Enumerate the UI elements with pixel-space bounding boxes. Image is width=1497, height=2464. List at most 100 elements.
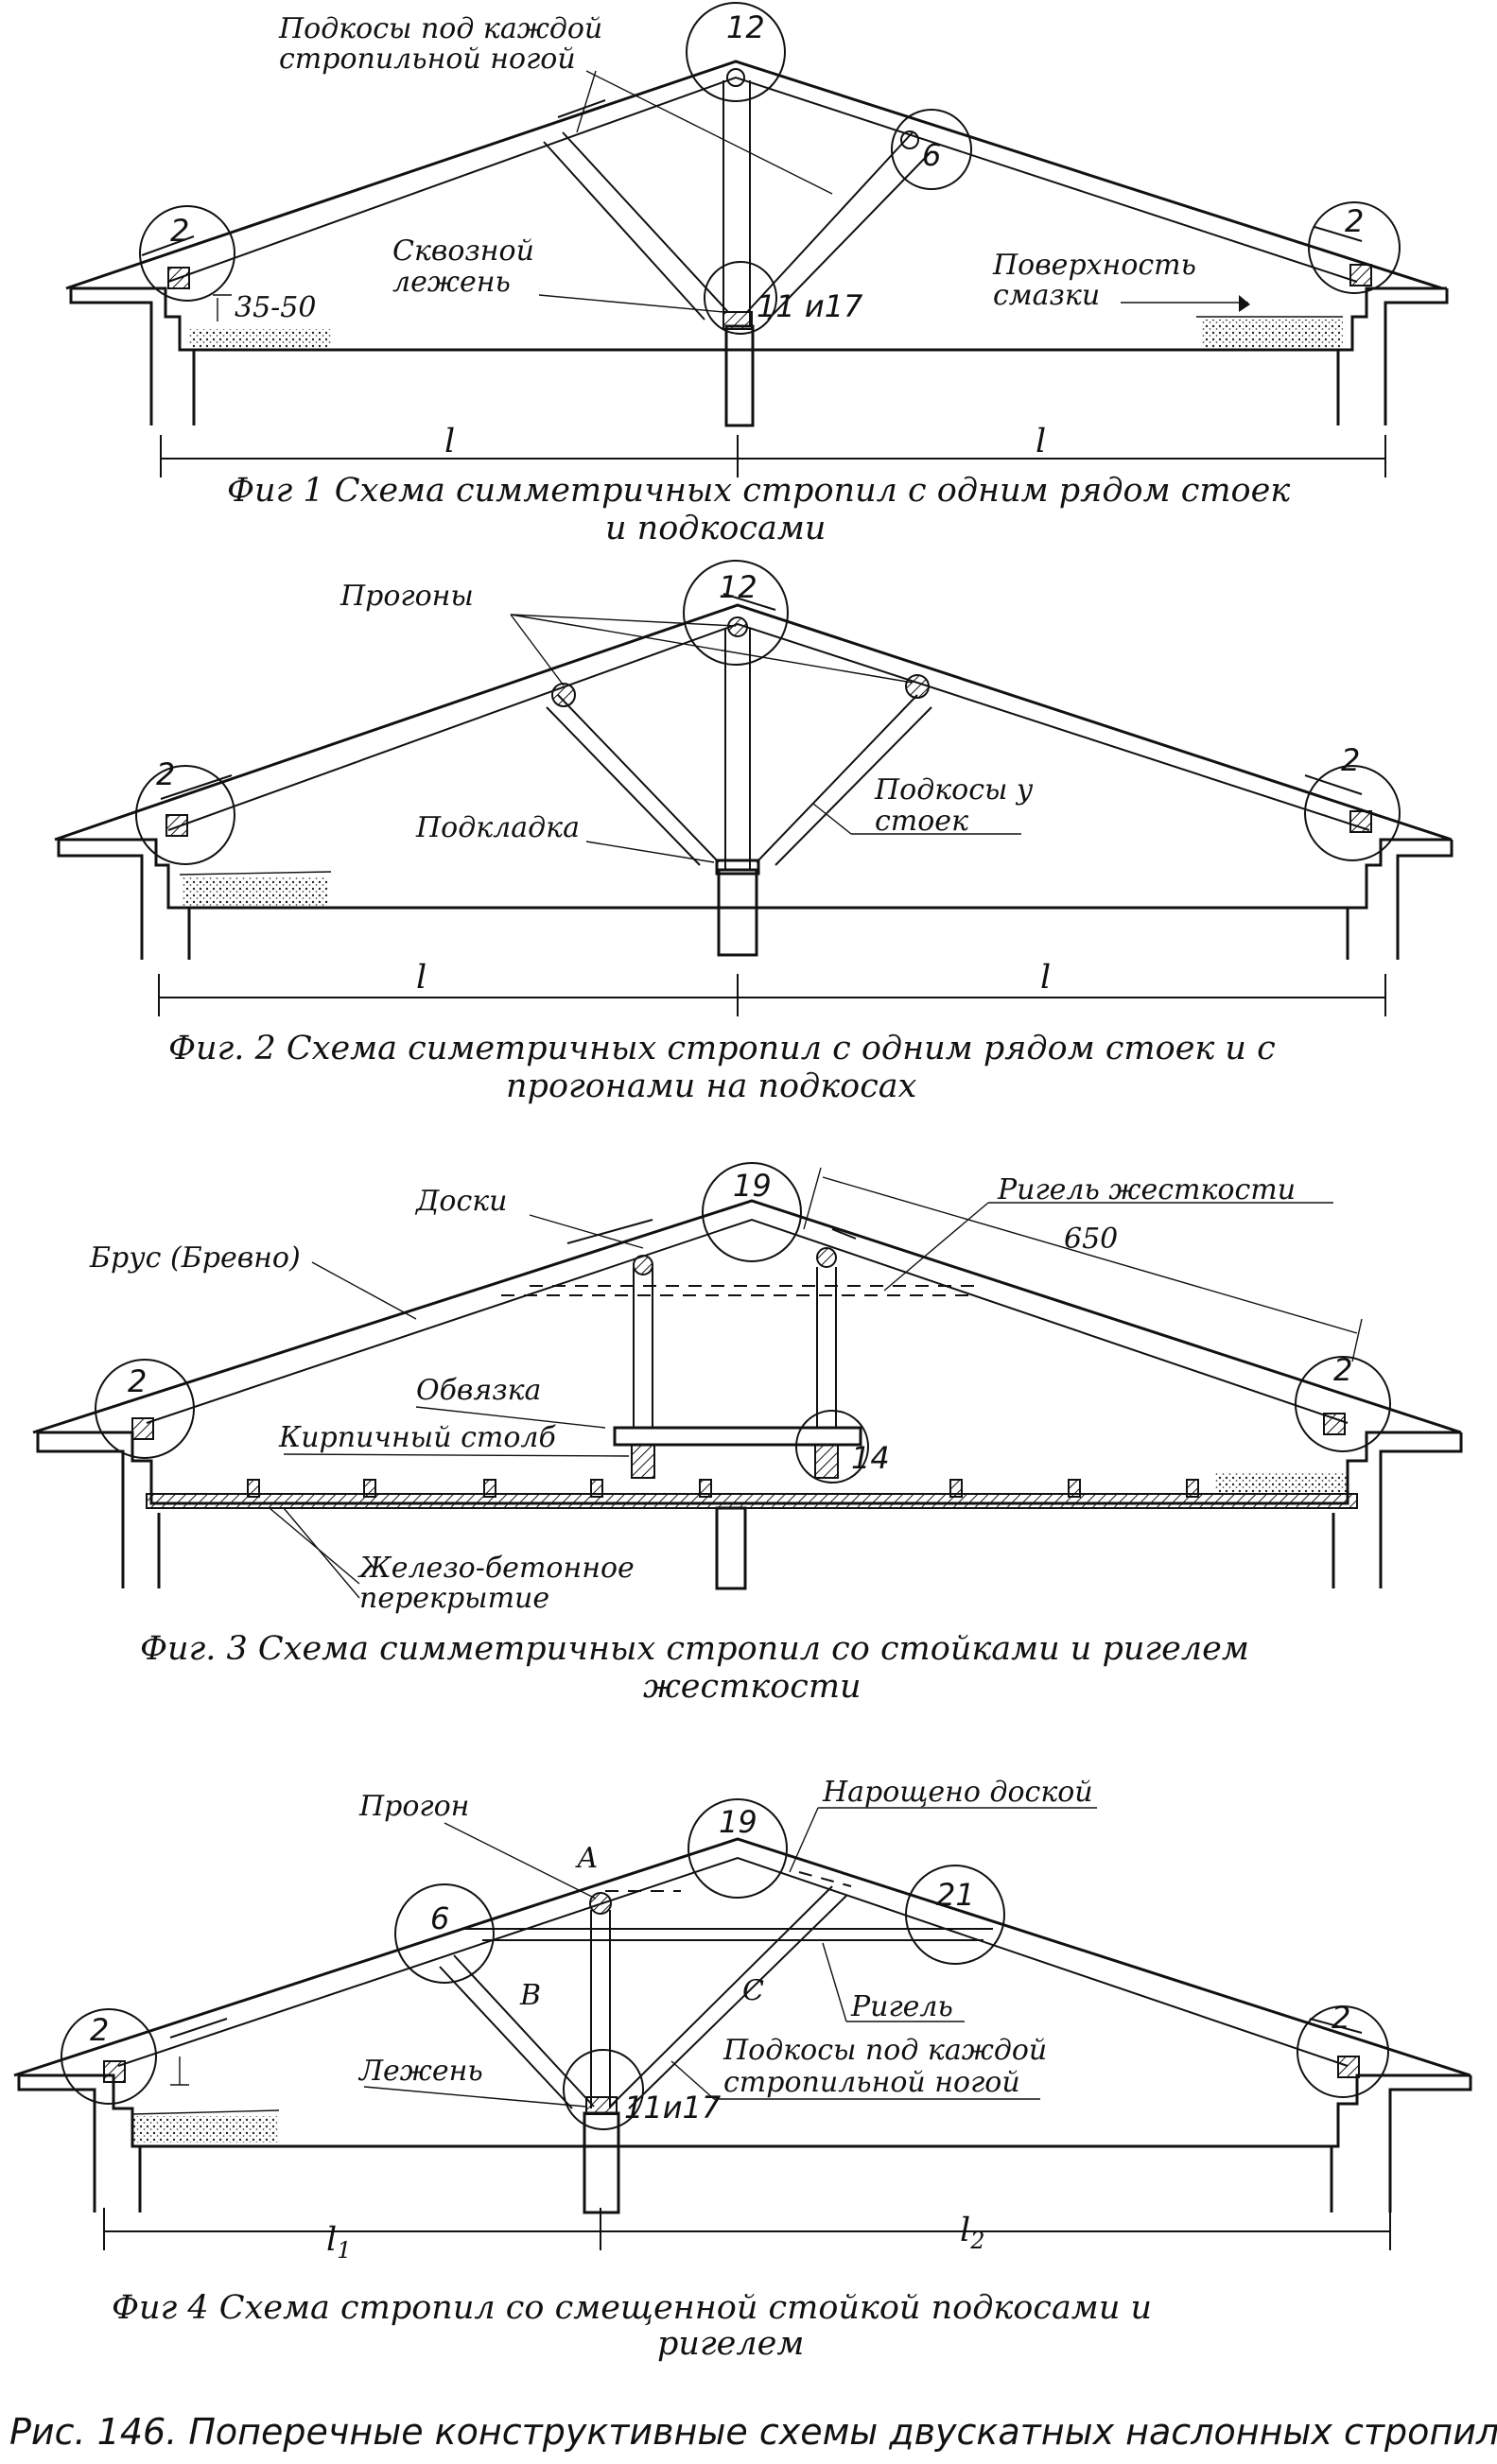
- fig3-brick-pillar-left: [631, 1444, 655, 1479]
- fig3-detail-2-right: [1295, 1356, 1391, 1452]
- fig4-span-left: l1: [326, 2221, 351, 2264]
- fig2-detail-2-left: [135, 765, 235, 865]
- fig2-label-pad: Подкладка: [415, 811, 580, 844]
- fig4-num-6: 6: [430, 1900, 449, 1936]
- fig3-detail-circles: [95, 1162, 1391, 1484]
- fig2-detail-12: [683, 560, 789, 666]
- fig4-label-point-a: А: [575, 1842, 599, 1875]
- fig1-detail-2-right: [1308, 201, 1401, 294]
- fig2-detail-2-right: [1304, 765, 1401, 861]
- fig3-slab: [146, 1493, 1358, 1509]
- fig4-label-point-b: В: [519, 1979, 541, 2012]
- fig1-label-bed-2: лежень: [392, 266, 511, 299]
- fig2-label-braces-2: стоек: [875, 805, 968, 838]
- fig3-brick-pillar-right: [814, 1444, 839, 1479]
- fig4-num-11-17: 11и17: [624, 2090, 722, 2126]
- fig4-detail-2-left: [61, 2008, 157, 2105]
- figure-3: 19 2 2 14 Доски Брус (Бревно) Ригель жес…: [32, 1162, 1463, 1706]
- fig1-label-surface-2: смазки: [993, 279, 1100, 312]
- fig4-num-19: 19: [719, 1804, 757, 1840]
- fig3-building: [36, 1431, 1463, 1590]
- fig4-caption-line1: Фиг 4 Схема стропил со смещенной стойкой…: [112, 2289, 1152, 2327]
- fig2-num-12: 12: [719, 569, 757, 605]
- fig1-label-braces-1: Подкосы под каждой: [278, 12, 602, 45]
- fig3-num-14: 14: [851, 1440, 890, 1476]
- fig3-slab-ribs: [247, 1479, 1199, 1498]
- figure-1: 12 6 2 2 11 и17 Подкосы под каждой строп…: [65, 2, 1449, 547]
- fig3-label-beam: Брус (Бревно): [89, 1241, 301, 1275]
- fig4-building: [17, 2074, 1472, 2214]
- fig1-building: [69, 286, 1449, 427]
- fig1-label-braces-2: стропильной ногой: [279, 43, 576, 76]
- figure-4: 19 6 21 2 2 11и17 Прогон Нарощено доской…: [13, 1776, 1472, 2363]
- fig2-label-purlins: Прогоны: [339, 580, 474, 613]
- fig4-num-21: 21: [936, 1877, 975, 1913]
- fig2-label-braces-1: Подкосы у: [874, 773, 1034, 807]
- fig3-dimension-650: 650: [803, 1167, 1363, 1362]
- fig1-caption-line1: Фиг 1 Схема симметричных стропил с одним…: [227, 472, 1290, 510]
- fig4-detail-11-17: [563, 2049, 644, 2130]
- fig4-label-extended: Нарощено доской: [822, 1776, 1093, 1809]
- fig3-detail-14: [795, 1410, 869, 1484]
- fig2-span-left: l: [416, 959, 426, 997]
- fig3-label-slab-2: перекрытие: [359, 1582, 549, 1615]
- fig2-caption-line2: прогонами на подкосах: [506, 1067, 917, 1105]
- fig2-building: [57, 838, 1453, 960]
- fig3-detail-2-left: [95, 1359, 195, 1459]
- fig1-span-right: l: [1036, 423, 1046, 460]
- fig1-num-2-left: 2: [170, 213, 189, 249]
- fig3-num-2-left: 2: [128, 1363, 147, 1399]
- fig4-detail-21: [905, 1865, 1005, 1965]
- fig1-span-left: l: [444, 423, 455, 460]
- fig3-label-plate: Обвязка: [416, 1374, 541, 1407]
- fig1-num-12: 12: [726, 9, 765, 45]
- fig3-label-slab-1: Железо-бетонное: [357, 1552, 635, 1585]
- fig2-caption-line1: Фиг. 2 Схема симетричных стропил с одним…: [168, 1030, 1276, 1067]
- fig4-detail-2-right: [1297, 2005, 1389, 2098]
- fig4-num-2-right: 2: [1332, 2000, 1350, 2036]
- fig3-caption-line2: жесткости: [643, 1668, 862, 1706]
- fig3-label-boards: Доски: [414, 1185, 508, 1218]
- fig1-label-gap: 35-50: [235, 291, 316, 324]
- fig4-num-2-left: 2: [90, 2012, 109, 2048]
- fig1-num-11-17: 11 и17: [757, 288, 863, 324]
- fig1-num-2-right: 2: [1345, 203, 1364, 239]
- fig1-detail-12: [686, 2, 786, 102]
- main-figure-caption: Рис. 146. Поперечные конструктивные схем…: [9, 2411, 1497, 2453]
- fig3-detail-19: [702, 1162, 802, 1262]
- fig2-num-2-right: 2: [1341, 742, 1360, 778]
- fig4-rafters: [13, 1837, 1471, 2115]
- fig4-caption-line2: ригелем: [657, 2325, 804, 2363]
- fig1-num-6: 6: [922, 137, 941, 173]
- fig1-detail-6: [891, 109, 972, 190]
- fig2-detail-circles: [135, 560, 1401, 865]
- fig3-label-collar: Ригель жесткости: [997, 1173, 1296, 1206]
- fig2-dimension: l l: [158, 959, 1386, 1016]
- fig4-label-purlin: Прогон: [358, 1790, 469, 1823]
- fig3-num-2-right: 2: [1333, 1352, 1352, 1388]
- fig4-label-point-c: С: [742, 1974, 764, 2007]
- fig3-plate: [613, 1426, 862, 1447]
- fig4-detail-6: [394, 1883, 495, 1984]
- fig3-num-19: 19: [733, 1168, 772, 1204]
- fig1-detail-11-17: [704, 261, 777, 335]
- fig1-label-surface-1: Поверхность: [992, 249, 1196, 282]
- fig4-detail-19: [688, 1798, 788, 1899]
- fig1-dimension: l l: [160, 423, 1386, 477]
- fig3-label-pillar: Кирпичный столб: [278, 1421, 557, 1454]
- fig4-detail-circles: [61, 1798, 1389, 2130]
- fig4-label-braces-1: Подкосы под каждой: [722, 2034, 1047, 2067]
- fig3-rafters: [32, 1199, 1462, 1479]
- fig4-span-right: l2: [960, 2212, 984, 2254]
- fig4-label-braces-2: стропильной ногой: [723, 2066, 1020, 2099]
- fig4-label-collar: Ригель: [850, 1990, 953, 2023]
- fig1-detail-circles: [139, 2, 1401, 335]
- fig1-label-bed-1: Сквозной: [392, 234, 534, 268]
- fig4-label-bed: Лежень: [357, 2055, 483, 2088]
- fig1-detail-2-left: [139, 205, 235, 302]
- fig1-rafters: [65, 60, 1443, 330]
- fig2-rafters: [54, 593, 1453, 876]
- fig1-caption-line2: и подкосами: [605, 510, 826, 547]
- fig3-label-dimension: 650: [1064, 1223, 1118, 1256]
